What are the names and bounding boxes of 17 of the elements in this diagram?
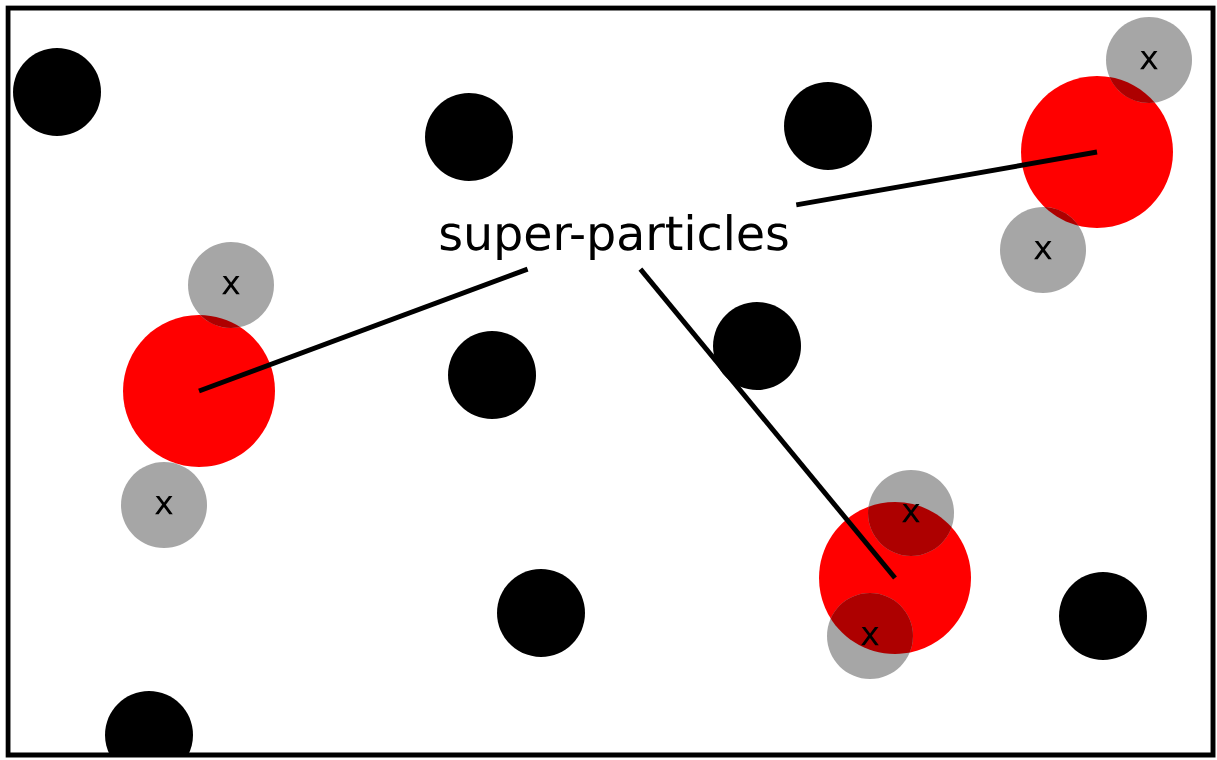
particle-dot xyxy=(1059,572,1147,660)
leader-line xyxy=(198,266,529,394)
particle-dot xyxy=(784,82,872,170)
particle-dot xyxy=(713,302,801,390)
node-label: x xyxy=(1140,50,1158,70)
super-particle-circle xyxy=(123,315,275,467)
super-particle-circle xyxy=(1021,76,1173,228)
node-label: x xyxy=(155,495,173,515)
node-label: x xyxy=(1034,240,1052,260)
particle-dot xyxy=(13,48,101,136)
particle-dot xyxy=(448,331,536,419)
callout-label: super-particles xyxy=(429,205,799,269)
node-label: x xyxy=(222,275,240,295)
leader-line xyxy=(638,267,897,580)
particle-dot xyxy=(425,93,513,181)
particle-dot xyxy=(497,569,585,657)
leader-line xyxy=(795,149,1098,208)
